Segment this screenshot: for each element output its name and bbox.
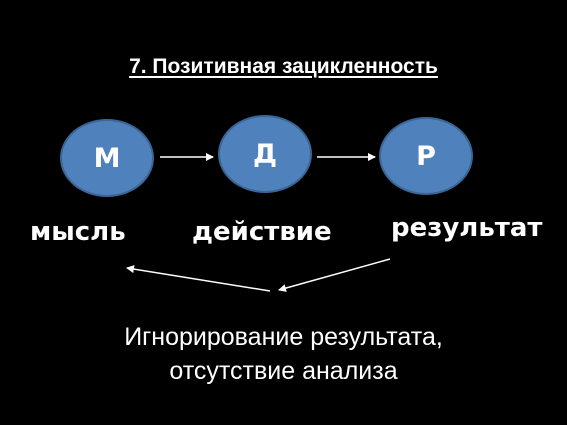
bottom-note-line-2: отсутствие анализа xyxy=(169,357,398,385)
label-action: действие xyxy=(192,217,332,247)
node-thought: М xyxy=(60,119,154,197)
bottom-note-line-1: Игнорирование результата, xyxy=(124,323,443,351)
slide-title: 7. Позитивная зацикленность xyxy=(129,55,438,78)
node-result: Р xyxy=(379,117,473,195)
arrow-from-result xyxy=(278,258,391,292)
label-thought: мысль xyxy=(30,217,126,247)
node-action: Д xyxy=(218,115,312,193)
arrow-to-thought xyxy=(126,265,271,292)
bottom-note: Игнорирование результата, отсутствие ана… xyxy=(0,320,567,388)
label-result: результат xyxy=(391,213,543,243)
